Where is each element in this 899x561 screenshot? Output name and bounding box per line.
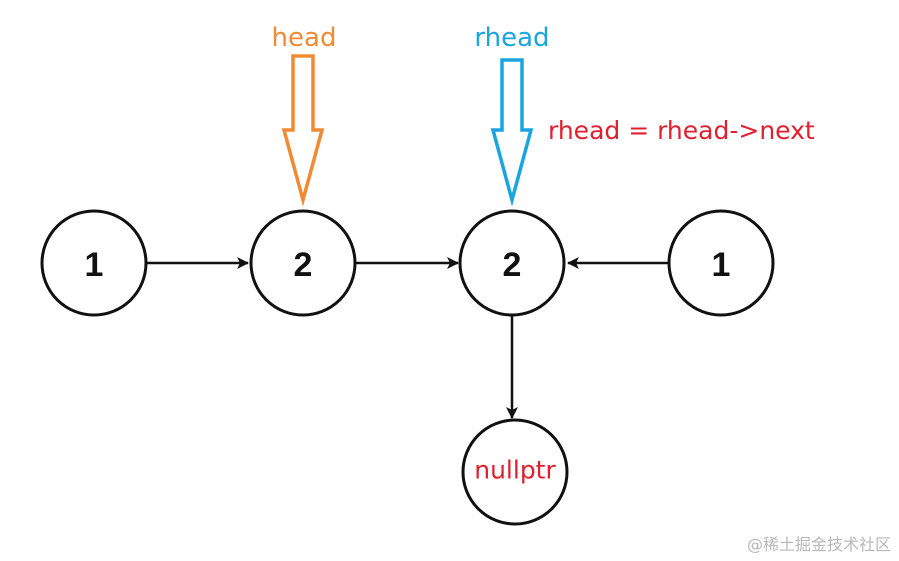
node-1-first: 1 xyxy=(40,209,148,317)
node-value: 1 xyxy=(712,246,731,284)
node-value: 2 xyxy=(294,246,313,284)
assignment-annotation: rhead = rhead->next xyxy=(548,116,815,145)
node-value: 1 xyxy=(85,246,104,284)
rhead-pointer-label: rhead xyxy=(474,23,549,53)
node-nullptr: nullptr xyxy=(461,418,569,526)
head-pointer-arrow xyxy=(281,54,325,207)
watermark-text: @稀土掘金技术社区 xyxy=(746,535,891,554)
nullptr-label: nullptr xyxy=(474,456,556,485)
node-2-second: 2 xyxy=(458,209,566,317)
rhead-pointer-arrow xyxy=(490,58,534,207)
head-pointer-label: head xyxy=(272,23,337,53)
node-1-second: 1 xyxy=(667,209,775,317)
node-2-first: 2 xyxy=(249,209,357,317)
node-value: 2 xyxy=(503,246,522,284)
